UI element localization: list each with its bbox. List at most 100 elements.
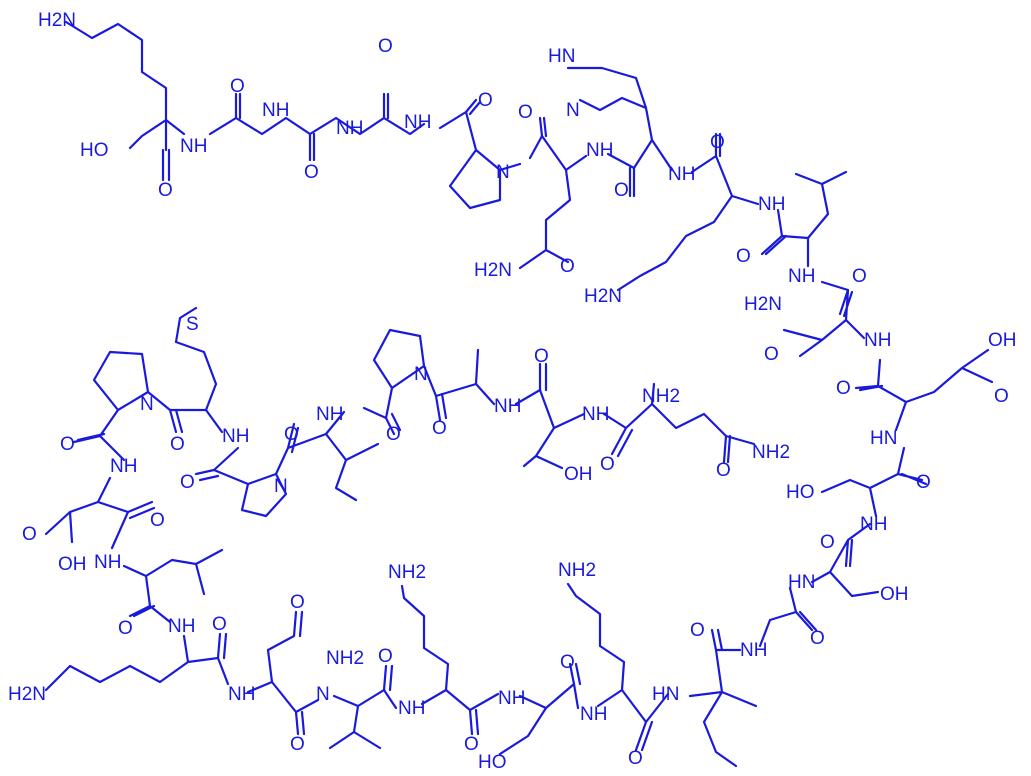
bonds-thr-1 [820,446,928,518]
label-n-val1: N [316,684,330,705]
label-nh-thr1: NH [860,514,887,535]
bonds-ser-1 [810,522,880,598]
bonds-proline-1 [438,98,522,210]
label-o-pro1: O [478,90,493,111]
label-o-lys2: O [628,748,643,769]
bonds-asn-2 [246,610,320,736]
bonds-gly [758,586,818,648]
label-nh-lys4: NH [168,616,195,637]
label-nh-met: NH [222,426,249,447]
label-nh-gln: NH [668,164,695,185]
label-nh-val2: NH [316,404,343,425]
label-nh2-gln2: NH2 [642,386,680,407]
label-ho-acid-top: HO [80,140,109,161]
atom-labels: H2N HO O NH O NH O NH O NH O N HN N O NH… [8,10,1017,773]
bonds-his [566,66,674,198]
label-o-val2: O [284,424,299,445]
label-o-met: O [170,434,185,455]
label-h2n-lys4: H2N [8,684,46,705]
bonds-ala [434,348,496,406]
bonds-pro2-met [72,306,224,462]
bonds-lys-1 [616,132,760,292]
bonds-lys-4 [44,632,230,692]
label-o-val1: O [378,646,393,667]
label-nh-thr2: NH [582,404,609,425]
label-o-asp: O [150,510,165,531]
label-o-asn1: O [852,266,867,287]
label-nh-ser2: NH [498,688,525,709]
label-o-his: O [518,102,533,123]
label-oh-glu: OH [988,330,1017,351]
label-o-gln2-side: O [716,460,731,481]
label-o-asn2: O [290,734,305,755]
bonds-lys-2 [566,582,670,752]
label-h2n-lys2: NH2 [558,560,596,581]
label-oh-thr2: OH [564,464,593,485]
label-nh-2: NH [262,100,289,121]
label-n-pro1: N [496,162,510,183]
label-hn-ile: HN [652,684,679,705]
bonds-asn-1 [782,280,866,358]
label-o-asp-side: O [22,524,37,545]
label-n-pro2: N [140,394,154,415]
bonds-ser-2 [498,662,582,756]
label-nh-1: NH [180,136,207,157]
label-o-ala: O [432,418,447,439]
label-o-pro4: O [386,424,401,445]
label-nh-asn1: NH [864,330,891,351]
label-o-ser2: O [560,652,575,673]
label-nh-asn2: NH [228,684,255,705]
label-o-ser1: O [820,532,835,553]
label-nh-lys2: NH [580,704,607,725]
label-nh-4: NH [404,112,431,133]
bonds-gln-2 [602,382,756,464]
label-o-gly: O [810,628,825,649]
bonds-pro-4 [362,328,448,436]
label-o-3: O [378,36,393,57]
label-o-lys3: O [464,734,479,755]
bonds-glu [854,348,994,432]
label-s-met: S [186,314,199,335]
bonds-val-2 [324,410,380,502]
bonds-asp [44,476,156,550]
label-hn-glu: HN [870,428,897,449]
bonds-gln-1 [518,116,588,270]
label-o-lys1: O [710,132,725,153]
bonds-leu-1 [760,170,848,268]
label-o-glu-side: O [994,386,1009,407]
label-nh-lys3: NH [398,698,425,719]
label-o-thr2: O [534,346,549,367]
label-n-pro3: N [274,476,288,497]
bonds-thr-2 [514,362,586,470]
label-ho-asp: OH [58,554,87,575]
label-o-lys4: O [212,614,227,635]
label-o-thr1: O [916,472,931,493]
label-o-leu2: O [118,618,133,639]
label-nh2-asn2: NH2 [326,648,364,669]
label-nh-leu2: NH [94,552,121,573]
bonds-pro-3 [194,422,328,518]
label-o-leu1: O [736,246,751,267]
label-o-2: O [304,162,319,183]
label-o-gln-side: O [560,256,575,277]
label-o-gln: O [614,180,629,201]
label-o-1: O [230,76,245,97]
bonds-gly-chain [208,92,426,162]
label-o-asn1-side: O [764,344,779,365]
label-o-gln2: O [600,454,615,475]
label-h2n-asn1: H2N [744,294,782,315]
bonds-ile [688,628,758,768]
label-nh-3: NH [336,118,363,139]
bonds-leu-2 [122,548,224,624]
label-o-pro2: O [60,434,75,455]
bonds-lys-3 [400,584,500,736]
label-o-acid-top: O [158,180,173,201]
label-nh-leu1: NH [788,266,815,287]
bonds-lys-c-terminus [64,20,186,182]
label-nh-gly: NH [740,640,767,661]
label-nh2-gln2-side: NH2 [752,442,790,463]
label-h2n-lys1: H2N [584,286,622,307]
label-h2n-gln-side: H2N [474,260,512,281]
